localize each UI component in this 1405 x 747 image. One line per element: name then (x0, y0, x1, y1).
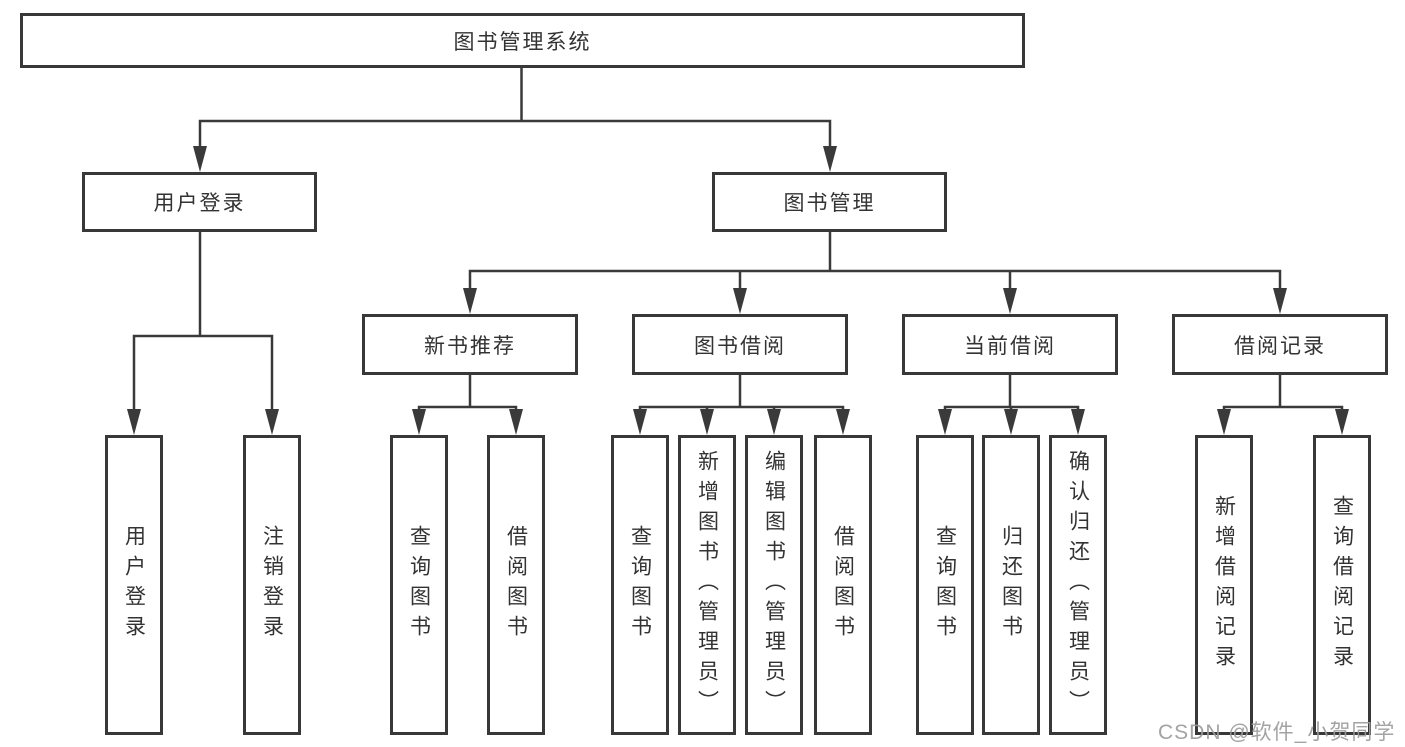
leaf-query-books: 查询图书 (390, 435, 448, 735)
node-label: 查询借阅记录 (1330, 495, 1354, 675)
leaf-borrow-books: 借阅图书 (487, 435, 545, 735)
leaf-borrow-books: 借阅图书 (814, 435, 872, 735)
node-label: 借阅记录 (1234, 334, 1326, 358)
leaf-query-borrowing-record: 查询借阅记录 (1313, 435, 1371, 735)
node-label: 借阅图书 (504, 525, 528, 645)
leaf-confirm-return-admin: 确认归还（管理员） (1049, 435, 1107, 735)
node-label: 图书管理系统 (453, 30, 592, 54)
node-label: 注销登录 (260, 525, 284, 645)
node-label: 查询图书 (933, 525, 957, 645)
node-current-borrowing: 当前借阅 (902, 314, 1118, 375)
node-label: 借阅图书 (831, 525, 855, 645)
node-label: 图书管理 (783, 192, 876, 215)
leaf-add-borrowing-record: 新增借阅记录 (1195, 435, 1253, 735)
leaf-user-login: 用户登录 (105, 435, 163, 735)
node-label: 确认归还（管理员） (1066, 450, 1090, 720)
node-label: 归还图书 (999, 525, 1023, 645)
node-book-management: 图书管理 (712, 172, 947, 232)
node-label: 查询图书 (628, 525, 652, 645)
leaf-add-books-admin: 新增图书（管理员） (678, 435, 736, 735)
leaf-edit-books-admin: 编辑图书（管理员） (745, 435, 803, 735)
node-book-borrowing: 图书借阅 (632, 314, 848, 375)
node-label: 用户登录 (122, 525, 146, 645)
node-new-book-recommendation: 新书推荐 (362, 314, 578, 375)
node-label: 新增图书（管理员） (695, 450, 719, 720)
node-library-management-system: 图书管理系统 (20, 13, 1025, 68)
leaf-query-books: 查询图书 (611, 435, 669, 735)
node-user-login: 用户登录 (82, 172, 317, 232)
node-label: 新增借阅记录 (1212, 495, 1236, 675)
node-label: 当前借阅 (964, 334, 1056, 358)
leaf-logout: 注销登录 (243, 435, 301, 735)
leaf-return-books: 归还图书 (982, 435, 1040, 735)
node-label: 编辑图书（管理员） (762, 450, 786, 720)
leaf-query-books: 查询图书 (916, 435, 974, 735)
node-label: 查询图书 (407, 525, 431, 645)
node-borrowing-records: 借阅记录 (1172, 314, 1388, 375)
node-label: 新书推荐 (424, 334, 516, 358)
node-label: 用户登录 (153, 192, 246, 215)
arrowheads (127, 146, 1349, 435)
node-label: 图书借阅 (694, 334, 786, 358)
csdn-watermark: CSDN @软件_小贺同学 (1158, 721, 1396, 744)
